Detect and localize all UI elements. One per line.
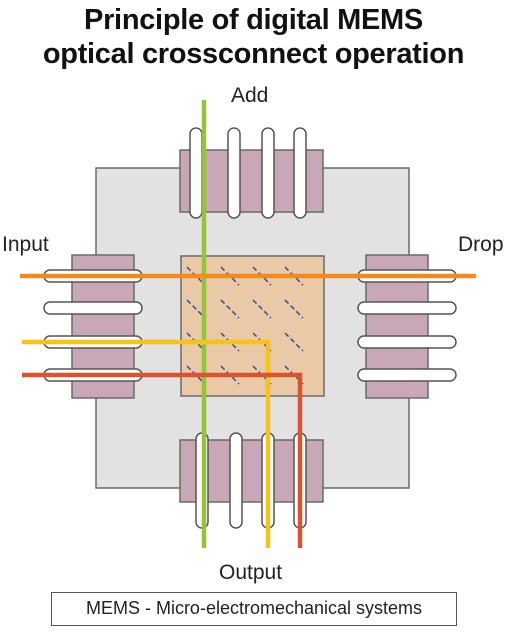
right-connector bbox=[357, 254, 457, 399]
micro-mirror bbox=[284, 332, 304, 352]
micro-mirror bbox=[284, 299, 304, 319]
port-label-input: Input bbox=[2, 233, 49, 256]
micro-mirror bbox=[252, 299, 272, 319]
caption-box: MEMS - Micro-electromechanical systems bbox=[51, 592, 457, 626]
micro-mirror bbox=[186, 299, 206, 319]
title-line-1: Principle of digital MEMS bbox=[84, 4, 423, 36]
top-connector bbox=[179, 127, 324, 219]
port-label-output: Output bbox=[219, 561, 283, 584]
port-label-drop: Drop bbox=[458, 233, 504, 256]
port-label-add: Add bbox=[231, 84, 269, 107]
micro-mirror bbox=[220, 299, 240, 319]
fiber-yellow-output bbox=[22, 339, 271, 548]
fiber-red-output bbox=[22, 372, 303, 548]
title-line-2: optical crossconnect operation bbox=[42, 38, 465, 70]
